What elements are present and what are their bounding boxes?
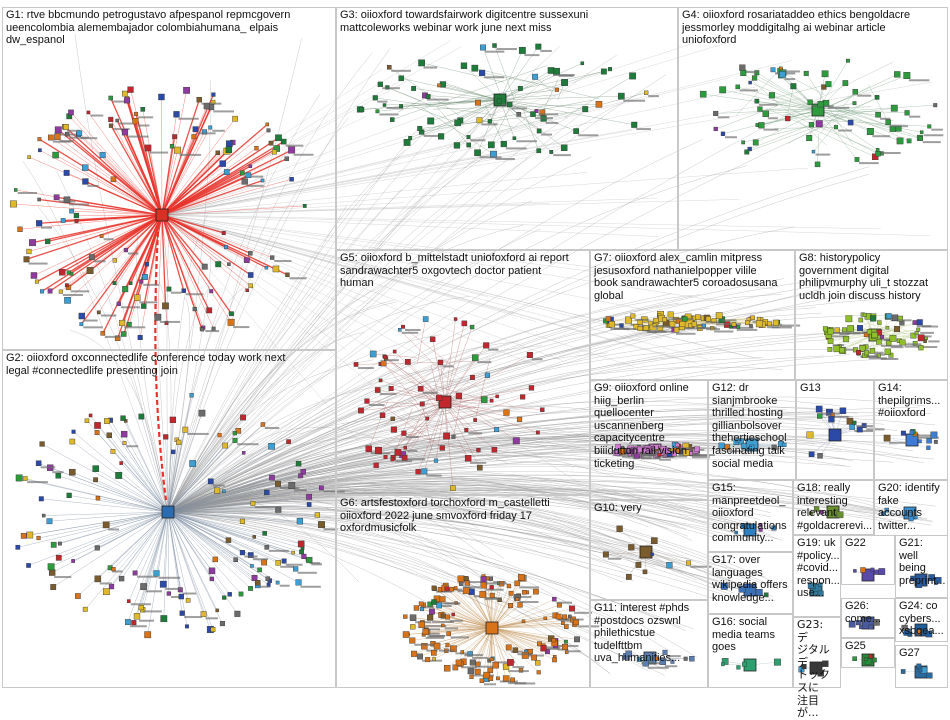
group-label-g15: G15: manpreetdeol_ oiioxford congratulat… (712, 482, 789, 545)
group-panel-g24: G24: co cybers... xsbqea... (895, 598, 948, 642)
group-label-g18: G18: really interesting relevant #goldac… (797, 482, 870, 532)
group-panel-g12: G12: dr sianjmbrooke thrilled hosting gi… (708, 380, 796, 480)
group-panel-g19: G19: uk #policy... #covid... respon... u… (793, 535, 841, 617)
group-panel-g20: G20: identify fake accounts twitter... (874, 480, 948, 536)
group-panel-g25: G25 (841, 638, 895, 668)
group-label-g11: G11: interest #phds #postdocs ozswnl phi… (594, 602, 704, 665)
group-label-g26: G26: come... (845, 600, 891, 625)
group-panel-g8: G8: historypolicy government digital phi… (795, 250, 948, 380)
group-panel-g10: G10: very (590, 500, 708, 600)
network-graph-canvas: G1: rtve bbcmundo petrogustavo afpespano… (0, 0, 950, 688)
group-label-g17: G17: over languages wikipedia offers kno… (712, 554, 789, 604)
group-label-g9: G9: oiioxford online hiig_berlin quelloc… (594, 382, 704, 470)
group-panel-g1: G1: rtve bbcmundo petrogustavo afpespano… (2, 7, 336, 350)
group-panel-g5: G5: oiioxford b_mittelstadt uniofoxford … (336, 250, 590, 495)
group-panel-g16: G16: social media teams goes (708, 614, 793, 688)
group-label-g2: G2: oiioxford oxconnectedlife conference… (6, 352, 332, 377)
group-panel-g14: G14: thepilgrims... #oiioxford (874, 380, 948, 480)
group-label-g21: G21: well being preprint... (899, 537, 944, 587)
group-label-g10: G10: very (594, 502, 704, 515)
group-label-g6: G6: artsfestoxford torchoxford m_castell… (340, 497, 586, 535)
group-panel-g4: G4: oiioxford rosariataddeo ethics bengo… (678, 7, 948, 250)
group-panel-g6: G6: artsfestoxford torchoxford m_castell… (336, 495, 590, 688)
group-label-g20: G20: identify fake accounts twitter... (878, 482, 944, 532)
group-panel-g11: G11: interest #phds #postdocs ozswnl phi… (590, 600, 708, 688)
group-label-g8: G8: historypolicy government digital phi… (799, 252, 944, 302)
group-panel-g9: G9: oiioxford online hiig_berlin quelloc… (590, 380, 708, 500)
group-label-g23: G23: デ ジタルデ トックスに 注目が... (797, 619, 837, 720)
group-panel-g17: G17: over languages wikipedia offers kno… (708, 552, 793, 614)
group-label-g22: G22 (845, 537, 891, 550)
group-panel-g26: G26: come... (841, 598, 895, 638)
group-panel-g7: G7: oiioxford alex_camlin mitpress jesus… (590, 250, 795, 380)
group-panel-g27: G27 (895, 645, 948, 688)
group-label-g19: G19: uk #policy... #covid... respon... u… (797, 537, 837, 600)
group-label-g7: G7: oiioxford alex_camlin mitpress jesus… (594, 252, 791, 302)
group-label-g3: G3: oiioxford towardsfairwork digitcentr… (340, 9, 674, 34)
group-label-g4: G4: oiioxford rosariataddeo ethics bengo… (682, 9, 944, 47)
group-label-g14: G14: thepilgrims... #oiioxford (878, 382, 944, 420)
group-label-g24: G24: co cybers... xsbqea... (899, 600, 944, 638)
group-label-g27: G27 (899, 647, 944, 660)
group-label-g5: G5: oiioxford b_mittelstadt uniofoxford … (340, 252, 586, 290)
group-panel-g2: G2: oiioxford oxconnectedlife conference… (2, 350, 336, 688)
group-label-g25: G25 (845, 640, 891, 653)
group-panel-g15: G15: manpreetdeol_ oiioxford congratulat… (708, 480, 793, 552)
group-panel-g22: G22 (841, 535, 895, 585)
group-panel-g3: G3: oiioxford towardsfairwork digitcentr… (336, 7, 678, 250)
group-label-g13: G13 (800, 382, 870, 395)
group-panel-g23: G23: デ ジタルデ トックスに 注目が... (793, 617, 841, 688)
group-label-g1: G1: rtve bbcmundo petrogustavo afpespano… (6, 9, 332, 47)
group-panel-g13: G13 (796, 380, 874, 480)
group-panel-g21: G21: well being preprint... (895, 535, 948, 598)
group-label-g16: G16: social media teams goes (712, 616, 789, 654)
group-panel-g18: G18: really interesting relevant #goldac… (793, 480, 874, 535)
group-label-g12: G12: dr sianjmbrooke thrilled hosting gi… (712, 382, 792, 470)
